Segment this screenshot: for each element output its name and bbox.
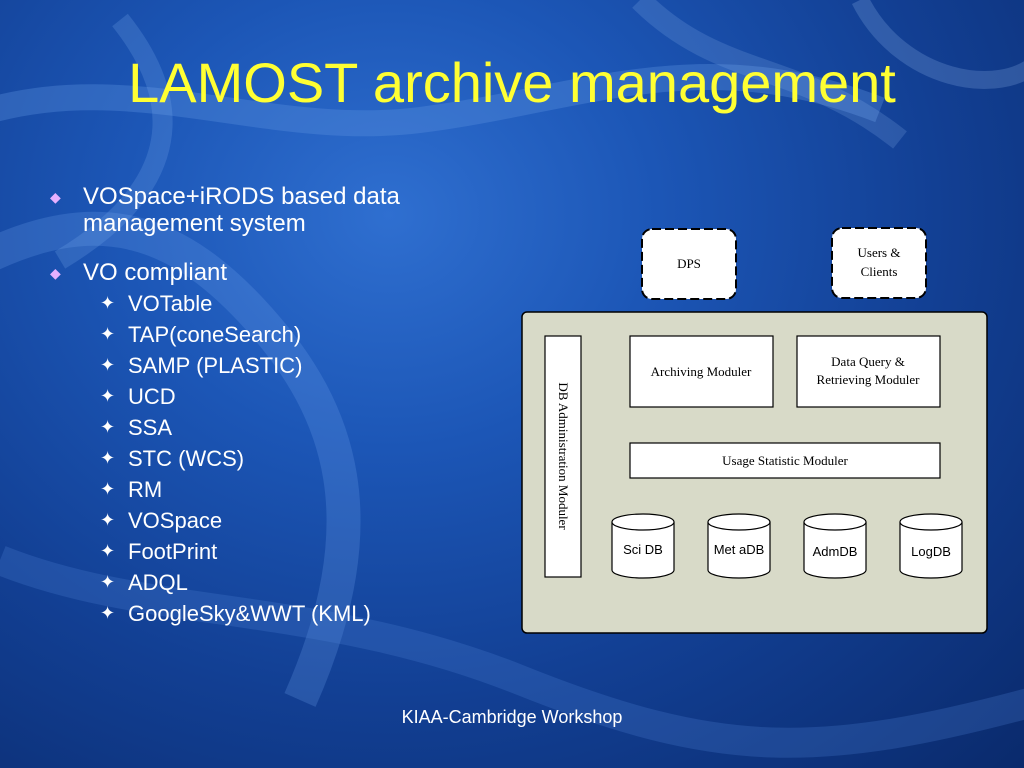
bullet-list: ◆ VOSpace+iRODS based data management sy… [50, 183, 490, 629]
star-bullet-icon: ✦ [100, 293, 116, 313]
database-adm: AdmDB [803, 513, 867, 579]
star-bullet-icon: ✦ [100, 417, 116, 437]
sub-bullet: ✦ VOSpace [50, 505, 490, 536]
diamond-bullet-icon: ◆ [50, 189, 61, 205]
sub-bullet-label: VOTable [128, 291, 213, 316]
sub-bullet: ✦ UCD [50, 381, 490, 412]
dps-box: DPS [641, 228, 737, 300]
diamond-bullet-icon: ◆ [50, 265, 61, 281]
star-bullet-icon: ✦ [100, 386, 116, 406]
archiving-label: Archiving Moduler [651, 364, 752, 379]
star-bullet-icon: ✦ [100, 448, 116, 468]
bullet-vospace-irods: ◆ VOSpace+iRODS based data management sy… [50, 183, 490, 237]
sub-bullet-label: FootPrint [128, 539, 218, 564]
users-label-line1: Users & [858, 245, 901, 260]
query-label-line1: Data Query & [831, 354, 905, 369]
star-bullet-icon: ✦ [100, 324, 116, 344]
sub-bullet-label: RM [128, 477, 163, 502]
database-label: Met aDB [714, 542, 765, 557]
star-bullet-icon: ✦ [100, 603, 116, 623]
sub-bullet: ✦ GoogleSky&WWT (KML) [50, 598, 490, 629]
star-bullet-icon: ✦ [100, 479, 116, 499]
sub-bullet: ✦ SAMP (PLASTIC) [50, 350, 490, 381]
database-log: LogDB [899, 513, 963, 579]
sub-bullet-label: GoogleSky&WWT (KML) [128, 601, 371, 626]
dps-label: DPS [677, 256, 701, 271]
star-bullet-icon: ✦ [100, 355, 116, 375]
db-admin-box: DB Administration Moduler [544, 335, 582, 578]
usage-box: Usage Statistic Moduler [629, 442, 941, 479]
sub-bullet-label: SSA [128, 415, 173, 440]
database-label: Sci DB [623, 542, 663, 557]
sub-bullet-label: STC (WCS) [128, 446, 245, 471]
archiving-box: Archiving Moduler [629, 335, 774, 408]
sub-bullet: ✦ RM [50, 474, 490, 505]
slide-footer: KIAA-Cambridge Workshop [401, 707, 623, 727]
sub-bullet: ✦ ADQL [50, 567, 490, 598]
sub-bullet-label: ADQL [128, 570, 188, 595]
star-bullet-icon: ✦ [100, 541, 116, 561]
database-sci: Sci DB [611, 513, 675, 579]
query-label-line2: Retrieving Moduler [817, 372, 921, 387]
sub-bullet-label: SAMP (PLASTIC) [128, 353, 303, 378]
database-meta: Met aDB [707, 513, 771, 579]
bullet-vo-compliant: ◆ VO compliant [50, 259, 490, 286]
query-box: Data Query & Retrieving Moduler [796, 335, 941, 408]
sub-bullet: ✦ VOTable [50, 288, 490, 319]
db-admin-label: DB Administration Moduler [556, 382, 571, 530]
sub-bullet: ✦ TAP(coneSearch) [50, 319, 490, 350]
sub-bullet: ✦ SSA [50, 412, 490, 443]
star-bullet-icon: ✦ [100, 572, 116, 592]
slide-title: LAMOST archive management [128, 51, 896, 114]
users-clients-box: Users & Clients [831, 227, 927, 299]
bullet-line: VOSpace+iRODS based data [83, 183, 400, 210]
sub-bullet: ✦ FootPrint [50, 536, 490, 567]
sub-bullet-label: TAP(coneSearch) [128, 322, 302, 347]
database-label: LogDB [911, 544, 951, 559]
bullet-line: VO compliant [83, 259, 228, 286]
sub-bullet-label: UCD [128, 384, 176, 409]
database-label: AdmDB [813, 544, 858, 559]
sub-bullet: ✦ STC (WCS) [50, 443, 490, 474]
star-bullet-icon: ✦ [100, 510, 116, 530]
users-label-line2: Clients [861, 264, 898, 279]
sub-bullet-label: VOSpace [128, 508, 223, 533]
usage-label: Usage Statistic Moduler [722, 453, 848, 468]
bullet-line: management system [83, 210, 306, 237]
